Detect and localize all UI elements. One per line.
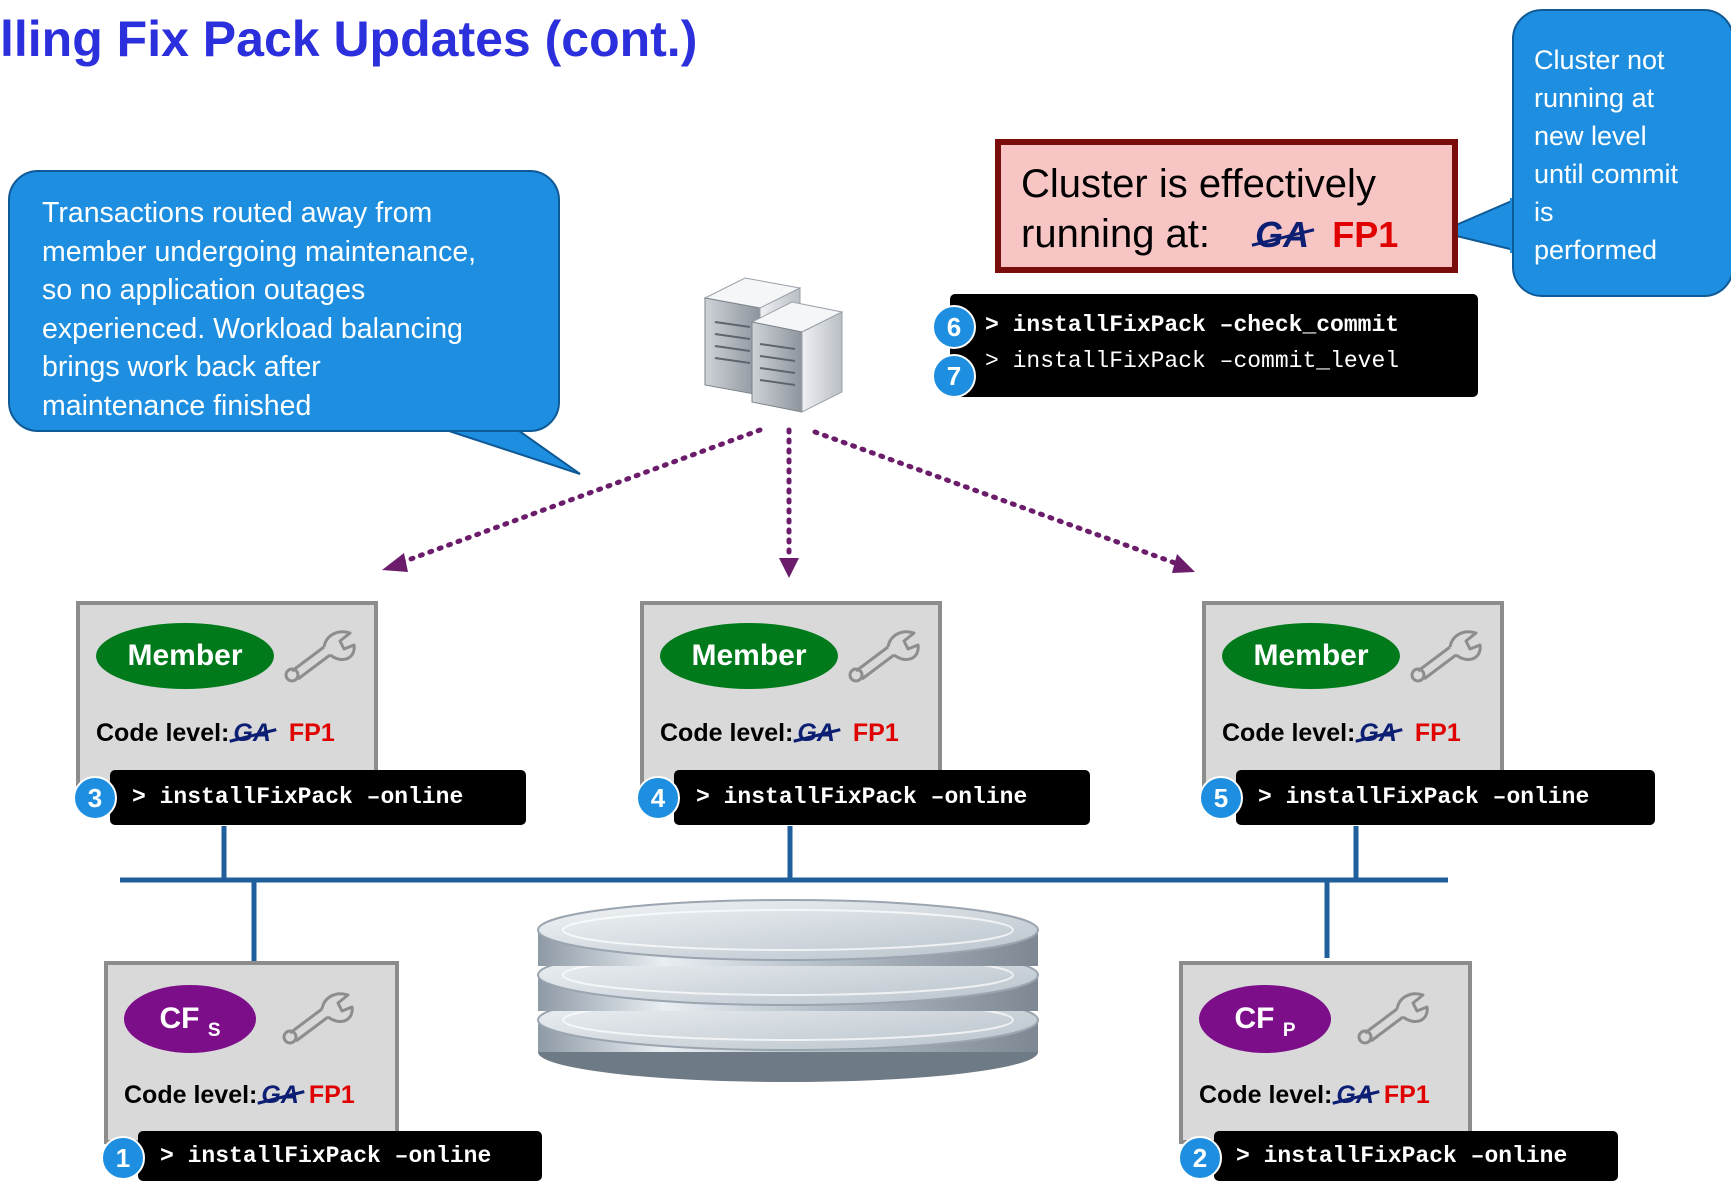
step-badge-5: 5: [1199, 776, 1243, 820]
callout-left: Transactions routed away from member und…: [8, 170, 560, 432]
step-badge-3: 3: [73, 776, 117, 820]
step-badge-4: 4: [636, 776, 680, 820]
callout-left-line: so no application outages: [42, 274, 366, 306]
member-3-command: > installFixPack –online: [1236, 770, 1655, 825]
new-level: FP1: [288, 719, 335, 747]
new-level: FP1: [852, 719, 899, 747]
command-text: > installFixPack –online: [696, 784, 1028, 810]
wrench-icon: [284, 630, 356, 683]
cf-primary-node: CF P Code level:GA FP1: [1179, 961, 1472, 1144]
old-level: GA: [797, 719, 835, 747]
cluster-new-level: FP1: [1332, 214, 1399, 255]
cluster-status-line1: Cluster is effectively: [1021, 162, 1376, 206]
new-level: FP1: [1414, 719, 1461, 747]
wrench-icon: [1410, 630, 1482, 683]
cf-label: CF S: [124, 985, 256, 1053]
cf-s-command: > installFixPack –online: [138, 1131, 542, 1181]
code-level-row: Code level:GA FP1: [660, 719, 899, 748]
cf-label-sub: S: [207, 1020, 221, 1041]
cf-label-sub: P: [1282, 1020, 1296, 1041]
code-level-label: Code level:: [124, 1081, 258, 1109]
callout-right: Cluster not running at new level until c…: [1512, 9, 1731, 297]
member-label: Member: [660, 623, 838, 689]
command-text: > installFixPack –online: [160, 1143, 492, 1169]
code-level-row: Code level:GA FP1: [1222, 719, 1461, 748]
code-level-row: Code level:GA FP1: [124, 1081, 355, 1110]
cluster-status-box: Cluster is effectively running at: GA FP…: [995, 139, 1458, 273]
command-text: > installFixPack –online: [1236, 1143, 1568, 1169]
callout-left-line: experienced. Workload balancing: [42, 312, 463, 345]
old-level: GA: [1336, 1081, 1374, 1109]
step-badge-1: 1: [101, 1136, 145, 1180]
code-level-row: Code level:GA FP1: [96, 719, 335, 748]
code-level-label: Code level:: [660, 719, 794, 747]
callout-right-line: new level: [1534, 121, 1647, 151]
cf-label-text: CF: [1234, 1002, 1275, 1035]
cf-secondary-node: CF S Code level:GA FP1: [104, 961, 399, 1144]
wrench-icon: [1357, 992, 1429, 1045]
network-lines: [120, 826, 1448, 963]
code-level-label: Code level:: [96, 719, 230, 747]
command-text: > installFixPack –online: [1258, 784, 1590, 810]
member-2-command: > installFixPack –online: [674, 770, 1090, 825]
cluster-old-level: GA: [1255, 210, 1309, 260]
step-badge-2: 2: [1178, 1136, 1222, 1180]
old-level: GA: [261, 1081, 299, 1109]
wrench-icon: [282, 992, 354, 1045]
arrow-head-center: [779, 558, 799, 578]
member-1-command: > installFixPack –online: [110, 770, 526, 825]
callout-right-line: Cluster not: [1534, 45, 1665, 75]
arrow-head-right: [1172, 554, 1195, 573]
page-title: lling Fix Pack Updates (cont.): [0, 11, 698, 67]
new-level: FP1: [308, 1081, 355, 1109]
member-node-1: Member Code level:GA FP1: [76, 601, 378, 791]
commit-command-level: > installFixPack –commit_level: [985, 348, 1400, 374]
member-node-3: Member Code level:GA FP1: [1202, 601, 1504, 791]
callout-right-line: is: [1534, 197, 1554, 227]
command-text: > installFixPack –online: [132, 784, 464, 810]
arrow-head-left: [382, 553, 408, 572]
wrench-icon: [848, 630, 920, 683]
code-level-label: Code level:: [1222, 719, 1356, 747]
server-icon: [703, 277, 844, 413]
callout-right-line: running at: [1534, 83, 1655, 113]
new-level: FP1: [1383, 1081, 1430, 1109]
member-label: Member: [96, 623, 274, 689]
code-level-label: Code level:: [1199, 1081, 1333, 1109]
cf-p-command: > installFixPack –online: [1214, 1131, 1618, 1181]
cf-label-text: CF: [159, 1002, 200, 1035]
old-level: GA: [1359, 719, 1397, 747]
callout-left-line: maintenance finished: [42, 389, 312, 422]
storage-disks-icon: [537, 899, 1039, 1082]
old-level: GA: [233, 719, 271, 747]
step-badge-7: 7: [932, 354, 976, 398]
member-label: Member: [1222, 623, 1400, 689]
member-node-2: Member Code level:GA FP1: [640, 601, 942, 791]
callout-left-line: brings work back after: [42, 351, 321, 383]
commit-command-box: > installFixPack –check_commit > install…: [950, 294, 1478, 397]
callout-left-line: Transactions routed away from: [42, 197, 433, 229]
step-badge-6: 6: [932, 305, 976, 349]
callout-left-tail: [439, 427, 581, 475]
callout-right-line: performed: [1534, 235, 1658, 265]
callout-left-line: member undergoing maintenance,: [42, 235, 477, 268]
cf-label: CF P: [1199, 985, 1331, 1053]
routing-arrows: [397, 427, 1178, 566]
commit-command-check: > installFixPack –check_commit: [985, 312, 1400, 338]
callout-right-line: until commit: [1534, 159, 1679, 189]
code-level-row: Code level:GA FP1: [1199, 1081, 1430, 1110]
cluster-status-line2: running at:: [1021, 212, 1211, 256]
